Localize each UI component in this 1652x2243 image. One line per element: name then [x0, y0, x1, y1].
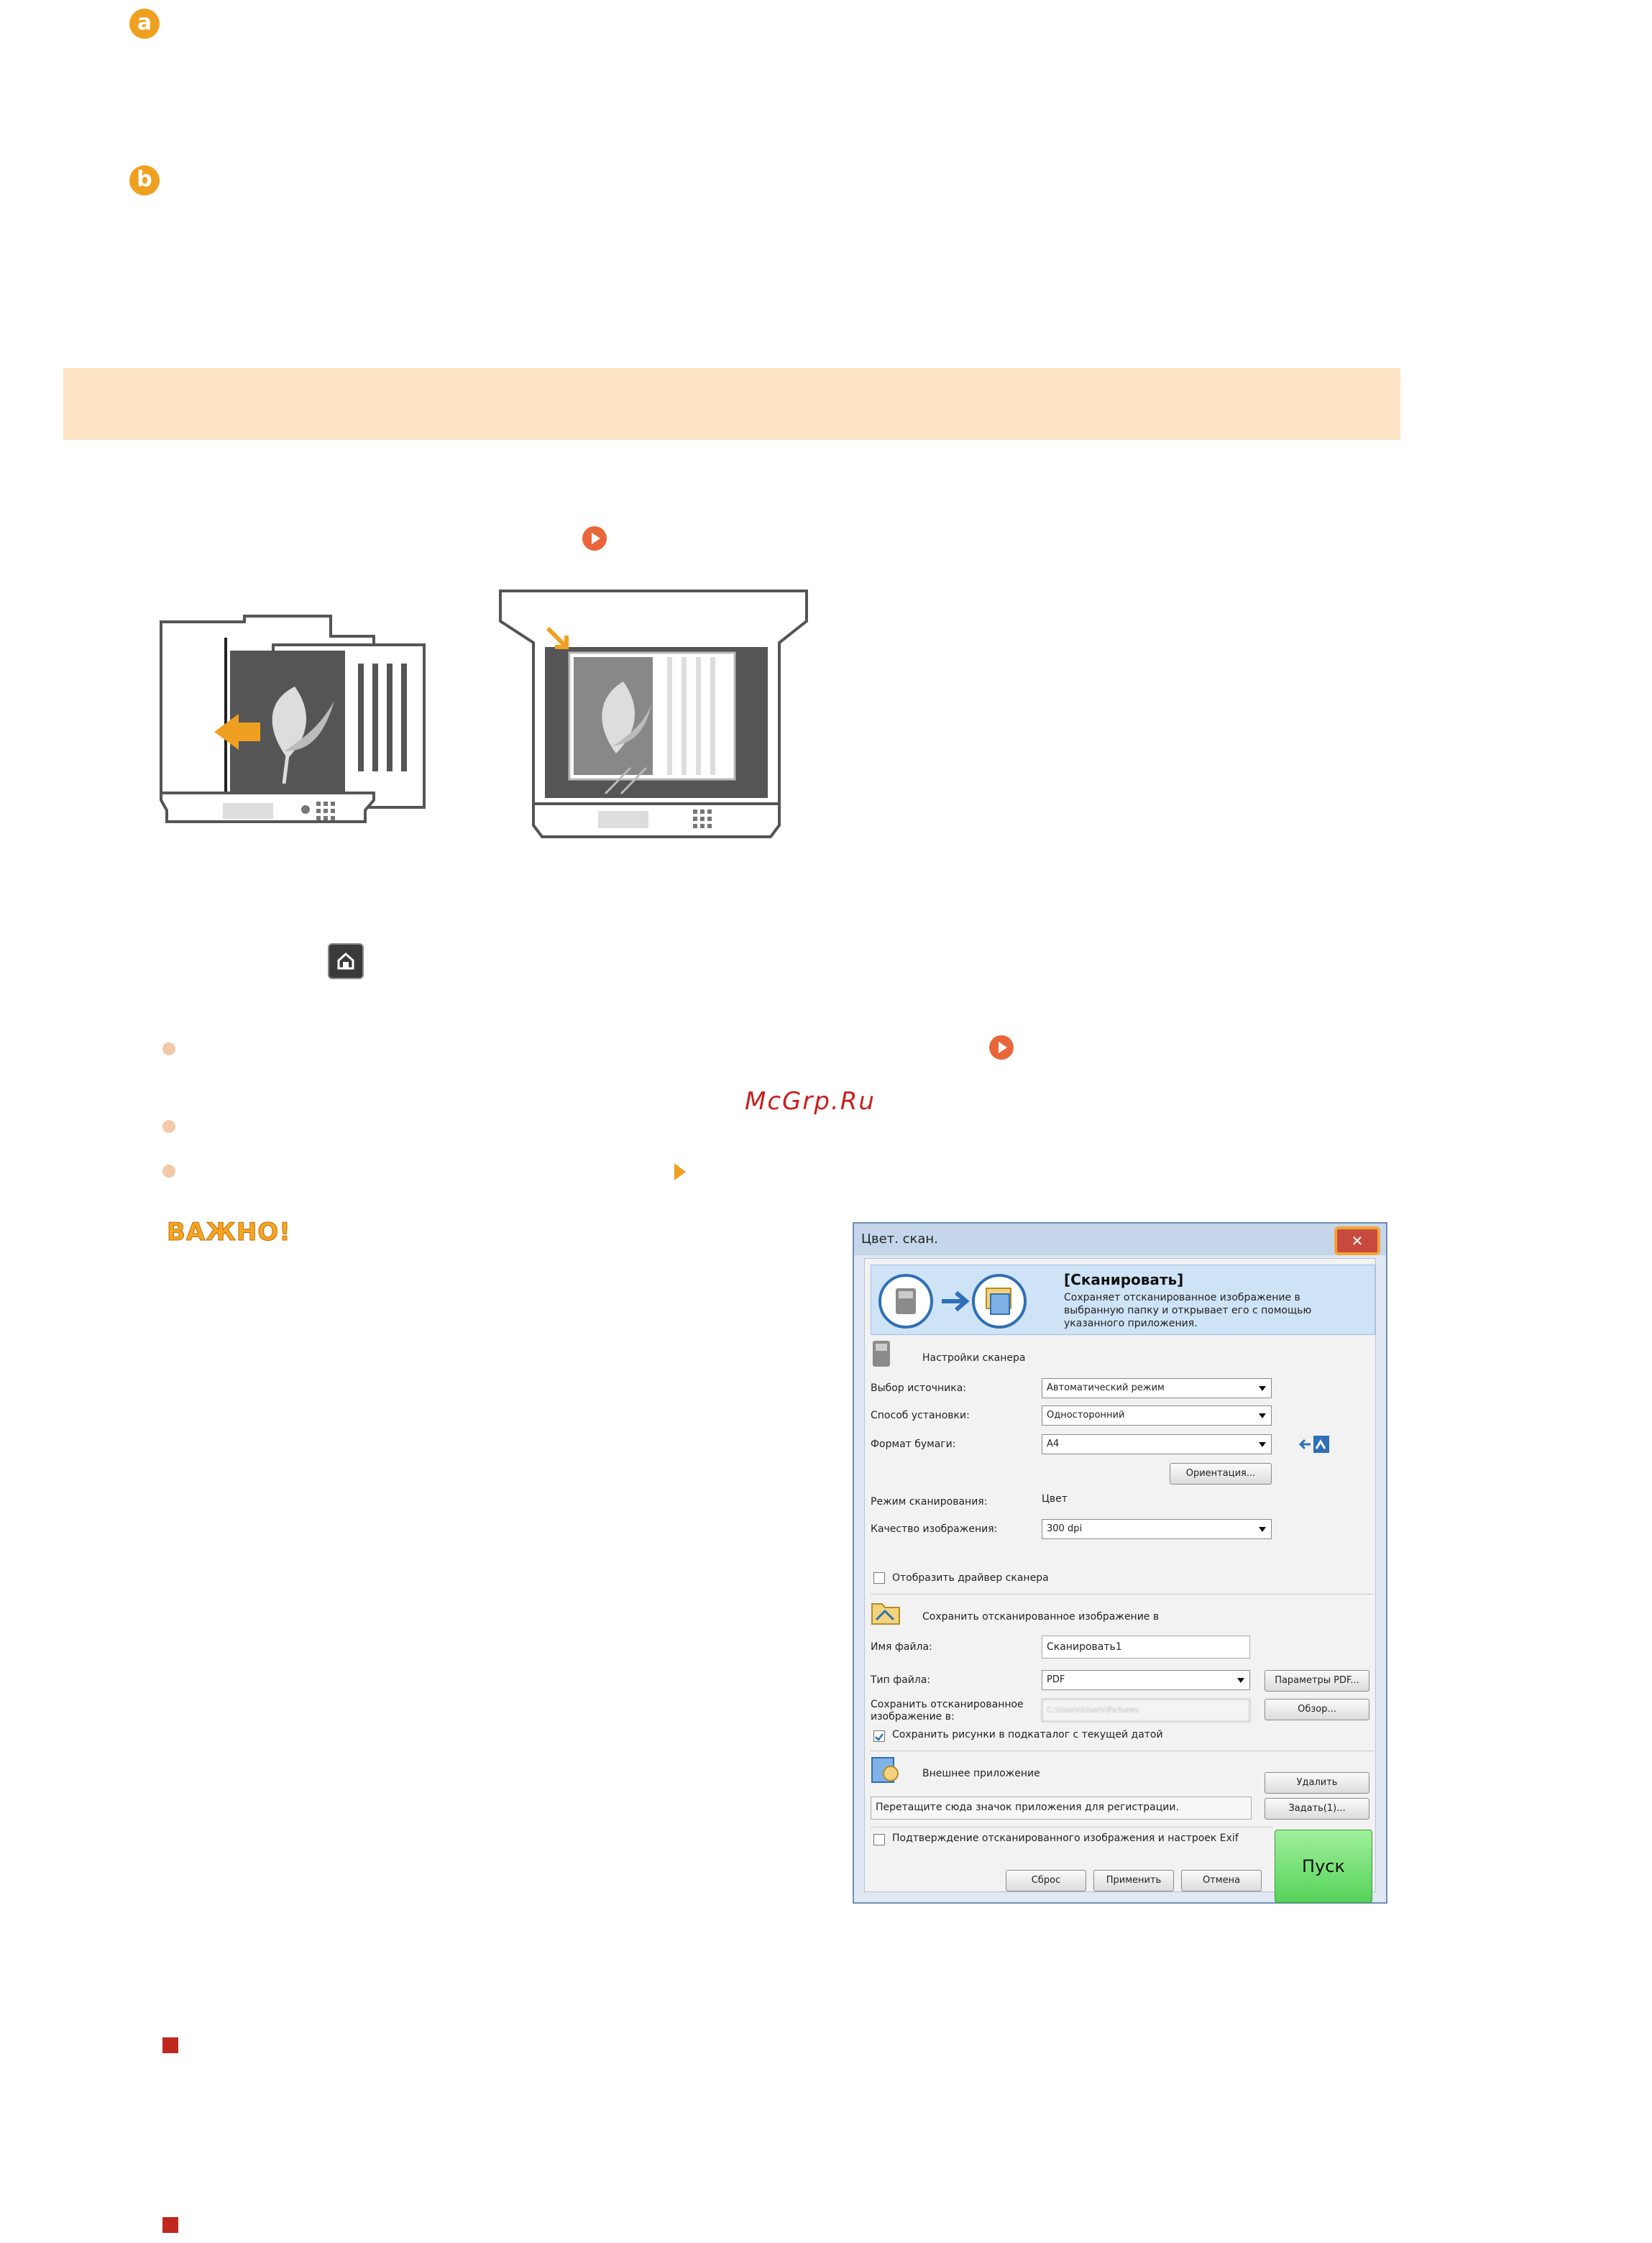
app-drop-hint: Перетащите сюда значок приложения для ре… [876, 1802, 1179, 1813]
feed-method-label: Способ установки: [871, 1410, 970, 1421]
adf-feeder-illustration [160, 615, 426, 823]
scan-mode-label: Режим сканирования: [871, 1496, 988, 1508]
filename-input[interactable]: Сканировать1 [1042, 1636, 1250, 1659]
filetype-value: PDF [1047, 1674, 1065, 1685]
set-app-button[interactable]: Задать(1)... [1265, 1798, 1369, 1820]
image-quality-label: Качество изображения: [871, 1523, 998, 1535]
start-button[interactable]: Пуск [1275, 1830, 1372, 1903]
save-section-heading: Сохранить отсканированное изображение в [922, 1611, 1160, 1623]
bullet-dot [162, 1165, 175, 1178]
arrow-circle-icon[interactable] [989, 1035, 1014, 1060]
image-quality-value: 300 dpi [1047, 1523, 1083, 1534]
badge-a: a [129, 9, 160, 39]
badge-b: b [129, 165, 160, 196]
external-app-icon [871, 1757, 899, 1783]
filetype-label: Тип файла: [871, 1674, 931, 1686]
save-location-label: Сохранить отсканированное изображение в: [871, 1699, 1024, 1723]
scanner-settings-heading: Настройки сканера [922, 1352, 1026, 1364]
date-subfolder-label: Сохранить рисунки в подкаталог с текущей… [892, 1729, 1163, 1740]
watermark: McGrp.Ru [745, 1087, 876, 1116]
flatbed-platen-illustration [499, 590, 808, 838]
feed-method-value: Односторонний [1047, 1410, 1125, 1421]
bullet-dot [162, 1120, 175, 1133]
feed-method-select[interactable]: Односторонний [1042, 1405, 1272, 1426]
orientation-button[interactable]: Ориентация... [1170, 1463, 1272, 1485]
close-button[interactable]: ✕ [1334, 1226, 1380, 1255]
dialog-body: [Сканировать] Сохраняет отсканированное … [864, 1258, 1376, 1903]
paper-size-label: Формат бумаги: [871, 1439, 956, 1450]
app-drop-area[interactable]: Перетащите сюда значок приложения для ре… [871, 1797, 1252, 1820]
scan-to-app-icon [878, 1274, 1027, 1329]
filetype-select[interactable]: PDF [1042, 1670, 1250, 1690]
confirm-exif-label: Подтверждение отсканированного изображен… [892, 1833, 1239, 1844]
scan-dialog: Цвет. скан. ✕ [Сканировать] Сохраняет от… [853, 1222, 1387, 1904]
scan-mode-value: Цвет [1042, 1493, 1068, 1505]
dialog-title-bar: Цвет. скан. [854, 1224, 1386, 1255]
source-label: Выбор источника: [871, 1382, 966, 1394]
paper-size-value: A4 [1047, 1439, 1060, 1449]
show-driver-checkbox[interactable] [873, 1572, 885, 1584]
pdf-settings-button[interactable]: Параметры PDF... [1265, 1670, 1369, 1692]
apply-button[interactable]: Применить [1093, 1870, 1174, 1891]
reset-button[interactable]: Сброс [1006, 1870, 1086, 1891]
arrow-circle-icon[interactable] [582, 526, 607, 551]
show-driver-label: Отобразить драйвер сканера [892, 1572, 1049, 1584]
divider [871, 1594, 1374, 1595]
mode-header: [Сканировать] Сохраняет отсканированное … [871, 1265, 1375, 1335]
mode-title: [Сканировать] [1064, 1271, 1184, 1288]
source-select[interactable]: Автоматический режим [1042, 1378, 1272, 1398]
date-subfolder-checkbox[interactable] [873, 1730, 885, 1742]
bullet-dot [162, 1042, 175, 1055]
save-location-field[interactable]: C:\Users\Users\Pictures [1042, 1699, 1250, 1722]
image-quality-select[interactable]: 300 dpi [1042, 1519, 1272, 1539]
paper-size-select[interactable]: A4 [1042, 1434, 1272, 1454]
folder-icon [871, 1603, 900, 1625]
external-app-heading: Внешнее приложение [922, 1768, 1040, 1779]
small-arrow-icon[interactable] [673, 1162, 687, 1182]
browse-button[interactable]: Обзор... [1265, 1699, 1369, 1720]
source-value: Автоматический режим [1047, 1382, 1165, 1393]
cancel-button[interactable]: Отмена [1181, 1870, 1262, 1891]
confirm-exif-checkbox[interactable] [873, 1834, 885, 1845]
dialog-title: Цвет. скан. [861, 1231, 938, 1247]
page-orientation-icon[interactable] [1296, 1433, 1332, 1456]
delete-app-button[interactable]: Удалить [1265, 1772, 1369, 1794]
scanner-icon [873, 1341, 890, 1367]
section-marker [162, 2037, 178, 2053]
mode-description: Сохраняет отсканированное изображение в … [1064, 1292, 1312, 1329]
important-label: ВАЖНО! [167, 1218, 291, 1247]
section-banner [63, 368, 1400, 440]
section-marker [162, 2217, 178, 2233]
filename-label: Имя файла: [871, 1641, 932, 1653]
home-button-icon[interactable] [328, 943, 364, 979]
